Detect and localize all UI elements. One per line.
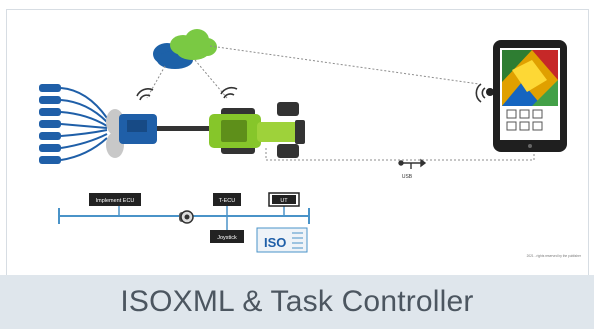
signal-icon (136, 83, 486, 103)
usb-icon (398, 158, 427, 169)
iso-logo-icon: ISO (256, 227, 308, 253)
tractor-icon (209, 102, 305, 158)
iso-logo-text: ISO (264, 235, 286, 250)
cloud-icon (153, 29, 217, 69)
implement-icon (39, 84, 157, 164)
drawbar (157, 126, 213, 131)
tablet-icon (493, 40, 567, 152)
bus-connector-icon (179, 210, 194, 224)
diagram-frame: USB (6, 9, 589, 276)
ut-label: UT (280, 198, 288, 204)
t-ecu-label: T-ECU (219, 198, 236, 204)
usb-label: USB (402, 174, 413, 180)
ut-box: UT (268, 192, 300, 207)
joystick-label: Joystick (217, 235, 237, 241)
implement-ecu-box: Implement ECU (89, 193, 141, 206)
joystick-box: Joystick (210, 230, 244, 243)
usb-link (265, 148, 535, 161)
tablet-antenna-icon (486, 88, 494, 96)
isobus-diagram: USB (39, 29, 582, 258)
card-title-bar: ISOXML & Task Controller (0, 275, 594, 329)
implement-ecu-label: Implement ECU (96, 198, 135, 204)
card-title: ISOXML & Task Controller (120, 285, 474, 318)
copyright-text: 2021 ‑ rights reserved by the publisher (527, 254, 582, 258)
t-ecu-box: T-ECU (213, 193, 241, 206)
